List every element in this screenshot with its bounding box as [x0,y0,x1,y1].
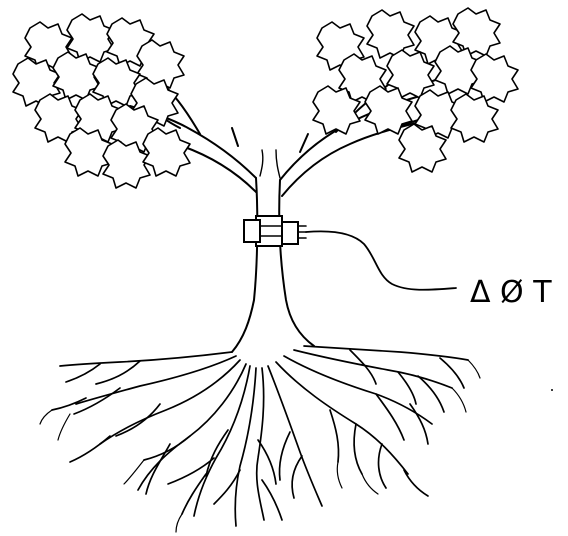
sensor-cable [306,231,456,289]
sensor-left-box [244,220,260,242]
delta-t-label: Δ Ø T [470,275,552,310]
speck-dot [551,389,553,391]
root-system [40,346,480,532]
sensor-probe-housing [282,222,298,244]
left-canopy [13,14,190,188]
sensor-device [244,216,306,246]
